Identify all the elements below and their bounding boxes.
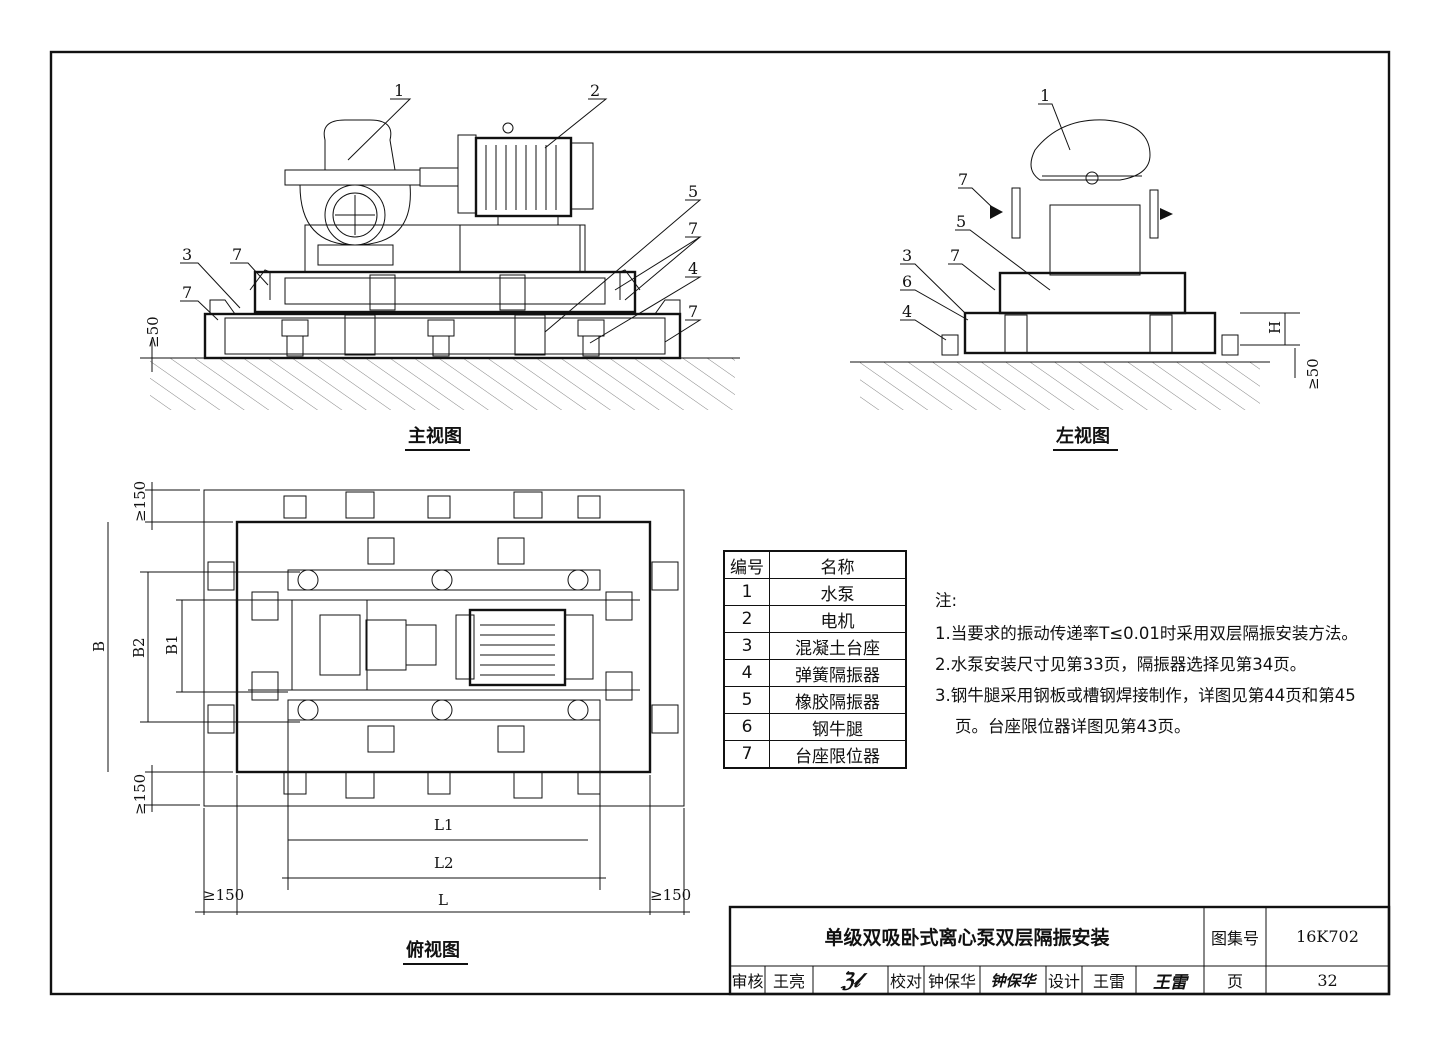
drawing-frame (49, 50, 1391, 996)
design-signature: 王雷 (1153, 972, 1187, 993)
top-dim-L1: L1 (434, 816, 454, 834)
row-number: 4 (723, 659, 770, 687)
top-inner-frame (235, 520, 652, 774)
note-item-2: 2.水泵安装尺寸见第33页，隔振器选择见第34页。 (935, 655, 1307, 674)
check-label: 校对 (889, 972, 922, 991)
left-dim-ge50: ≥50 (1304, 358, 1322, 390)
left-callout-7b: 7 (950, 246, 960, 265)
front-callout-7b: 7 (182, 283, 192, 302)
row-name: 电机 (769, 605, 907, 633)
top-dim-ge150-left: ≥150 (203, 886, 244, 904)
top-dim-B2: B2 (130, 637, 148, 658)
front-callout-7a: 7 (232, 245, 242, 264)
front-motor (457, 122, 594, 226)
review-label: 审核 (731, 972, 764, 991)
front-view-caption: 主视图 (408, 425, 462, 447)
front-dim-ge50: ≥50 (144, 316, 162, 348)
row-name: 水泵 (769, 578, 907, 606)
atlas-label: 图集号 (1210, 928, 1259, 948)
page-number: 32 (1317, 970, 1338, 990)
title-block: 单级双吸卧式离心泵双层隔振安装 图集号 16K702 审核 王亮 ℨ𝓁 校对 钟… (730, 907, 1389, 994)
left-callout-3: 3 (902, 246, 912, 265)
left-callout-5: 5 (956, 212, 966, 231)
top-isolator-pads (207, 491, 679, 799)
front-leaders (180, 98, 702, 344)
left-view-caption: 左视图 (1056, 425, 1110, 447)
design-label: 设计 (1047, 972, 1080, 991)
front-brackets (344, 274, 546, 356)
front-callout-7c: 7 (688, 219, 698, 238)
front-callout-7d: 7 (688, 302, 698, 321)
row-number: 1 (723, 578, 770, 606)
drawing-title: 单级双吸卧式离心泵双层隔振安装 (824, 927, 1110, 949)
notes-heading: 注: (935, 591, 958, 610)
top-outer-base (203, 489, 685, 807)
left-callout-1: 1 (1040, 86, 1050, 105)
review-name: 王亮 (772, 972, 805, 991)
front-callout-3: 3 (182, 245, 192, 264)
left-view: H ≥50 1 7 5 3 7 6 4 左视图 (850, 86, 1322, 451)
front-view: 1 2 3 7 7 5 7 4 7 ≥50 主视图 (140, 81, 740, 451)
front-callout-1: 1 (394, 81, 404, 100)
top-view: ≥150 B B2 B1 ≥150 L1 L2 L ≥150 ≥150 俯视图 (90, 481, 691, 965)
top-dim-L: L (438, 891, 448, 909)
left-callout-6: 6 (902, 272, 912, 291)
row-number: 2 (723, 605, 770, 633)
row-name: 钢牛腿 (769, 713, 907, 741)
row-number: 6 (723, 713, 770, 741)
row-number: 3 (723, 632, 770, 660)
left-callout-7a: 7 (958, 170, 968, 189)
notes: 注: 1.当要求的振动传递率T≤0.01时采用双层隔振安装方法。 2.水泵安装尺… (935, 585, 1375, 742)
header-name: 名称 (769, 550, 907, 579)
row-name: 弹簧隔振器 (769, 659, 907, 687)
front-limiters (209, 269, 681, 315)
left-dim-H: H (1266, 321, 1284, 334)
front-spring-isolators (281, 319, 605, 357)
left-ground (860, 362, 1260, 410)
front-motor-base (304, 224, 586, 273)
check-signature: 钟保华 (990, 971, 1036, 990)
header-number: 编号 (723, 550, 770, 579)
front-callout-2: 2 (590, 81, 600, 100)
row-name: 橡胶隔振器 (769, 686, 907, 714)
row-number: 5 (723, 686, 770, 714)
front-callout-4: 4 (688, 259, 698, 278)
row-name: 台座限位器 (769, 740, 907, 769)
check-name: 钟保华 (927, 972, 976, 991)
top-dim-B1: B1 (163, 634, 181, 655)
top-dim-ge150-top: ≥150 (131, 481, 149, 522)
left-concrete-base (963, 311, 1217, 355)
page-label: 页 (1226, 972, 1243, 991)
front-ground (150, 358, 735, 410)
front-callout-5: 5 (688, 182, 698, 201)
top-dim-L2: L2 (434, 854, 454, 872)
left-callout-4: 4 (902, 302, 912, 321)
parts-table-header: 编号 名称 (723, 550, 907, 579)
note-item-3: 3.钢牛腿采用钢板或槽钢焊接制作，详图见第44页和第45页。台座限位器详图见第4… (935, 686, 1356, 736)
title-block-grid (728, 905, 1391, 996)
front-concrete-base (203, 312, 682, 360)
row-number: 7 (723, 740, 770, 769)
top-view-caption: 俯视图 (406, 939, 460, 961)
top-dim-ge150-bottom: ≥150 (131, 774, 149, 815)
top-dim-ge150-right: ≥150 (650, 886, 691, 904)
atlas-number: 16K702 (1296, 927, 1359, 946)
front-pump (284, 119, 421, 266)
review-signature: ℨ𝓁 (841, 968, 860, 992)
left-upper-frame (998, 271, 1187, 315)
row-name: 混凝土台座 (769, 632, 907, 660)
top-dim-B: B (90, 641, 108, 652)
design-name: 王雷 (1092, 972, 1125, 991)
note-item-1: 1.当要求的振动传递率T≤0.01时采用双层隔振安装方法。 (935, 624, 1358, 643)
